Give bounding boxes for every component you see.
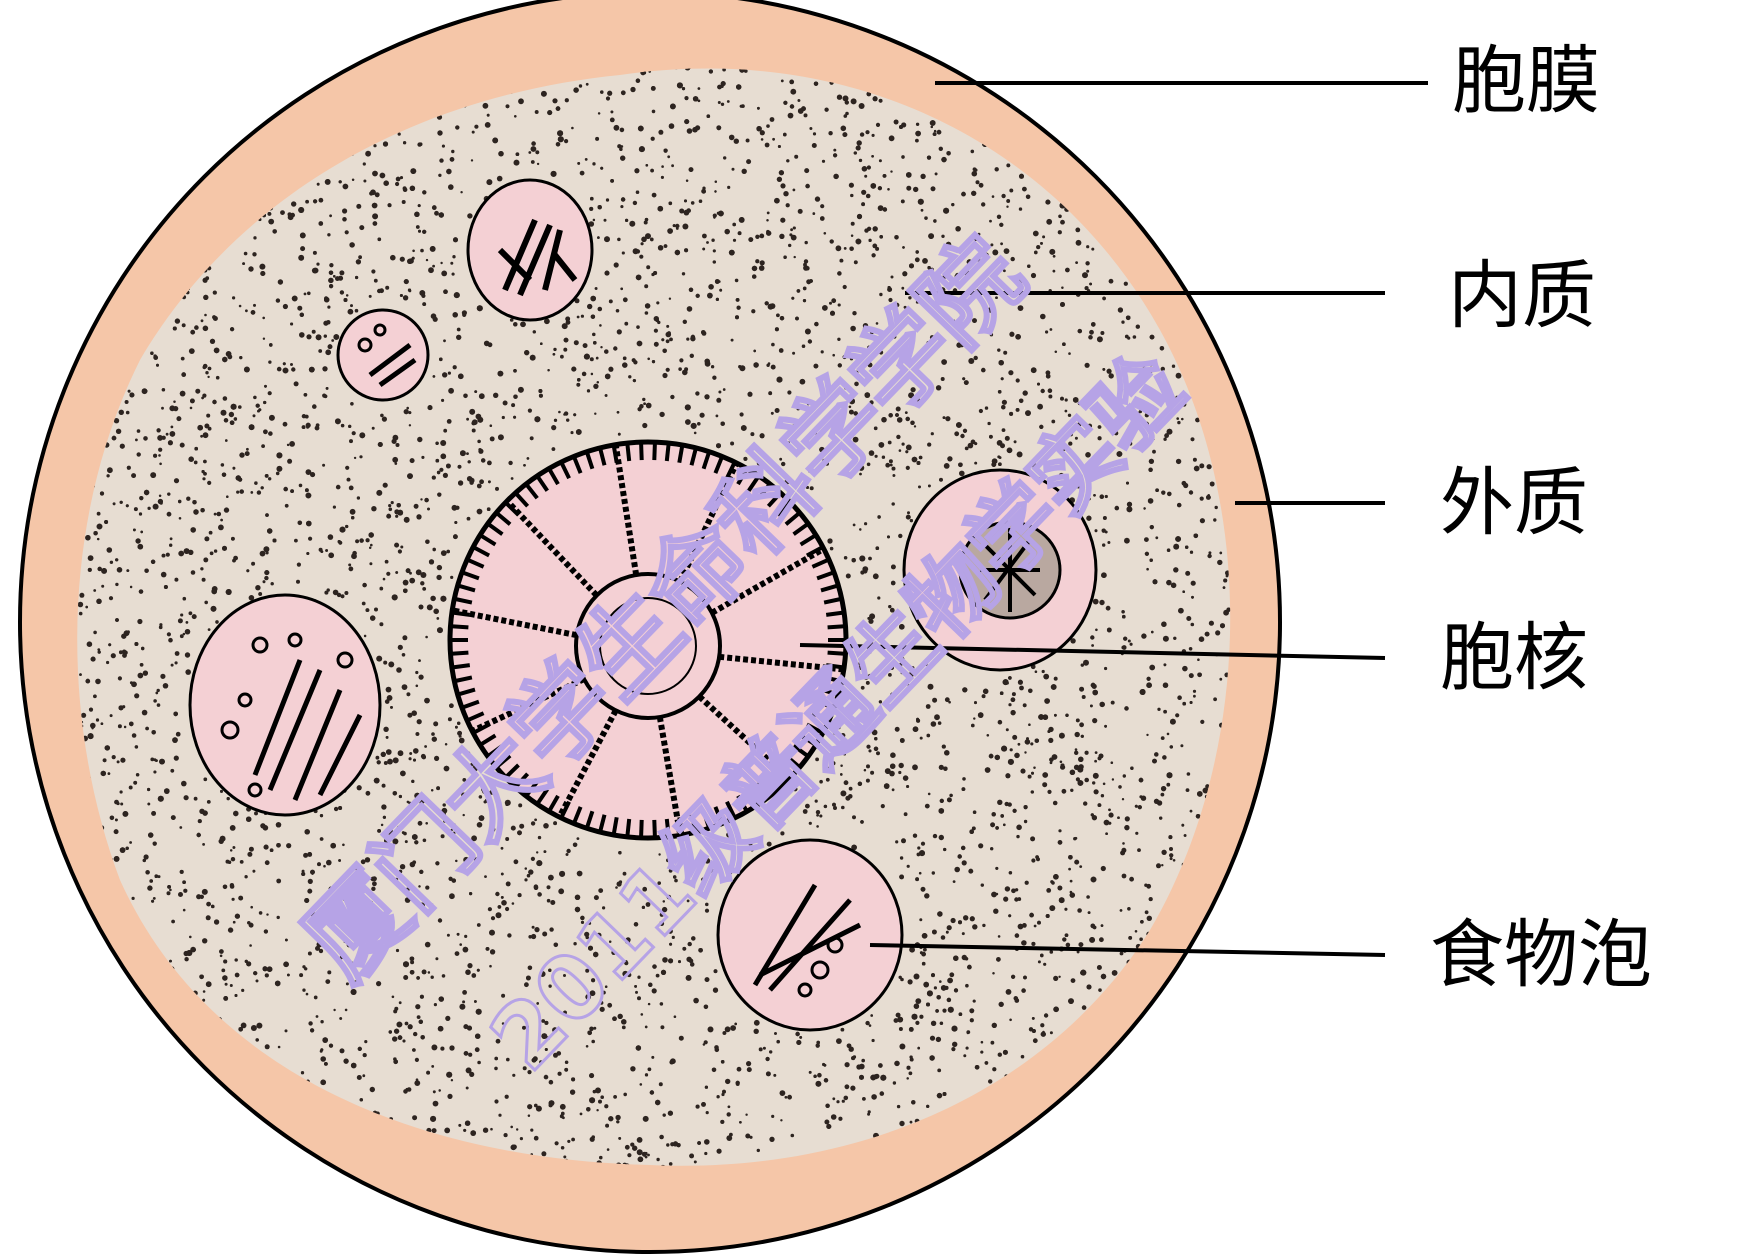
food-vacuole-small: [338, 310, 428, 400]
food-vacuole-left: [190, 595, 380, 815]
label-food-vacuole: 食物泡: [1430, 912, 1652, 998]
label-endoplasm: 内质: [1448, 253, 1596, 339]
label-nucleus: 胞核: [1440, 615, 1588, 701]
label-ectoplasm: 外质: [1440, 460, 1588, 546]
food-vacuole-top: [468, 180, 592, 320]
label-membrane: 胞膜: [1452, 38, 1600, 124]
